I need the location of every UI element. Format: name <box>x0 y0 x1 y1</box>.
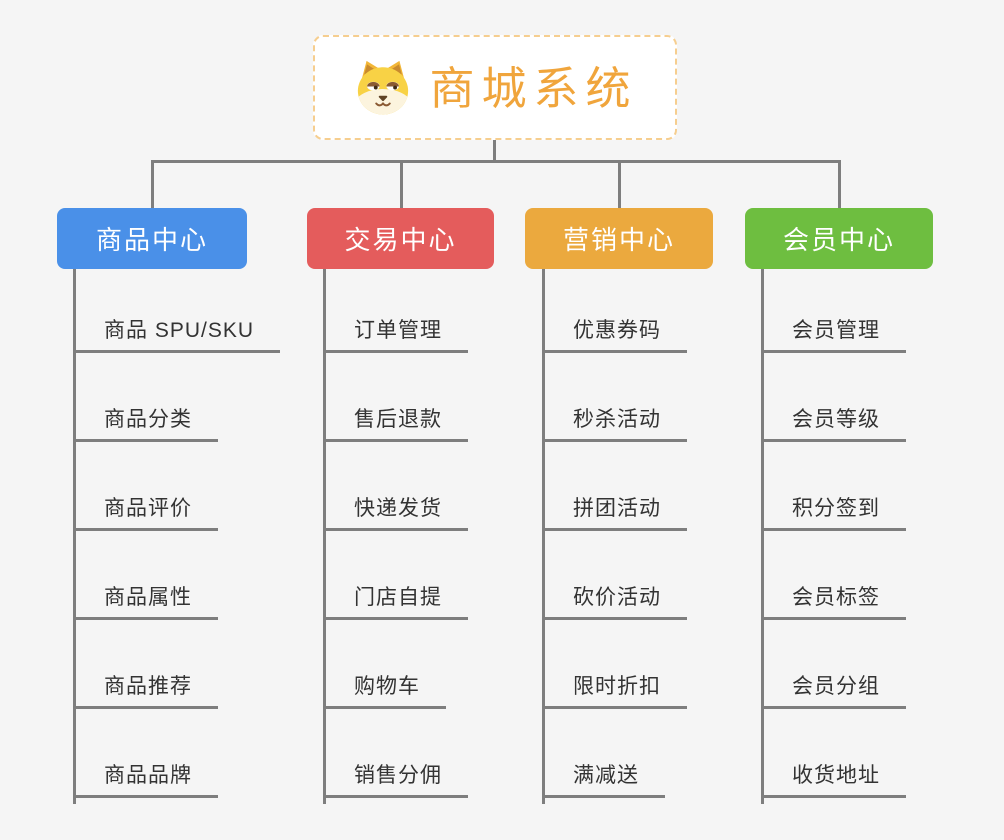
connector-branch-drop <box>838 160 841 208</box>
root-node[interactable]: 商城系统 <box>313 35 677 140</box>
connector-branch-drop <box>400 160 403 208</box>
branch-item[interactable]: 会员标签 <box>761 579 906 620</box>
branch-header-2[interactable]: 交易中心 <box>307 208 494 269</box>
branch-item[interactable]: 购物车 <box>323 668 446 709</box>
dog-face-icon <box>358 60 409 115</box>
branch-item[interactable]: 商品推荐 <box>73 668 218 709</box>
branch-item[interactable]: 订单管理 <box>323 312 468 353</box>
root-title: 商城系统 <box>429 63 638 114</box>
branch-item[interactable]: 商品属性 <box>73 579 218 620</box>
branch-item[interactable]: 会员等级 <box>761 401 906 442</box>
branch-item[interactable]: 快递发货 <box>323 490 468 531</box>
branch-header-1[interactable]: 商品中心 <box>57 208 247 269</box>
connector-trunk <box>761 269 764 804</box>
connector-trunk <box>323 269 326 804</box>
branch-header-3[interactable]: 营销中心 <box>525 208 713 269</box>
connector-trunk <box>73 269 76 804</box>
branch-item[interactable]: 销售分佣 <box>323 757 468 798</box>
branch-item[interactable]: 售后退款 <box>323 401 468 442</box>
branch-item[interactable]: 会员分组 <box>761 668 906 709</box>
branch-item[interactable]: 满减送 <box>542 757 665 798</box>
connector-trunk <box>542 269 545 804</box>
branch-item[interactable]: 拼团活动 <box>542 490 687 531</box>
connector-rail <box>151 160 840 163</box>
branch-item[interactable]: 商品品牌 <box>73 757 218 798</box>
branch-item[interactable]: 限时折扣 <box>542 668 687 709</box>
branch-item[interactable]: 商品分类 <box>73 401 218 442</box>
branch-item[interactable]: 商品评价 <box>73 490 218 531</box>
branch-header-4[interactable]: 会员中心 <box>745 208 933 269</box>
branch-item[interactable]: 秒杀活动 <box>542 401 687 442</box>
connector-branch-drop <box>618 160 621 208</box>
branch-item[interactable]: 积分签到 <box>761 490 906 531</box>
branch-item[interactable]: 门店自提 <box>323 579 468 620</box>
connector-branch-drop <box>151 160 154 208</box>
branch-item[interactable]: 收货地址 <box>761 757 906 798</box>
branch-item[interactable]: 砍价活动 <box>542 579 687 620</box>
branch-item[interactable]: 会员管理 <box>761 312 906 353</box>
connector-root-drop <box>493 140 496 163</box>
branch-item[interactable]: 商品 SPU/SKU <box>73 312 281 353</box>
branch-item[interactable]: 优惠券码 <box>542 312 687 353</box>
